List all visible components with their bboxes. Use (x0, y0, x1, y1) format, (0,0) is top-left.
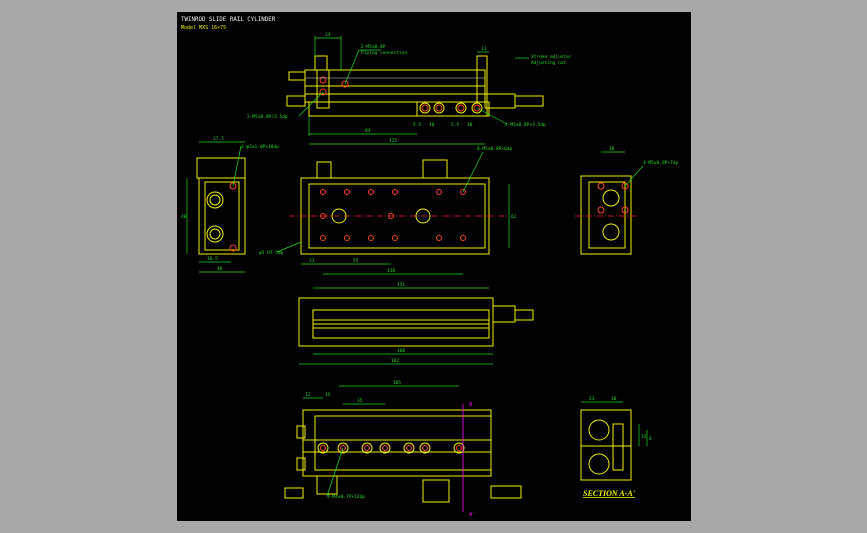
svg-text:40: 40 (181, 214, 187, 220)
svg-text:8-M5x0.8P×6dp: 8-M5x0.8P×6dp (477, 146, 513, 152)
bottom-view: 105 12 15 35 4-M4x0.7P×12dp A A' (284, 380, 522, 518)
plan-holes-top (320, 189, 466, 195)
svg-text:62: 62 (511, 214, 517, 220)
left-side-view: 27.5 40 16.5 40 2-φ5x1.0P×10dp (181, 136, 279, 273)
svg-text:10: 10 (609, 146, 615, 152)
svg-text:55: 55 (353, 258, 359, 264)
plan-view: 21 55 110 62 8-M5x0.8P×6dp φ5 H7 5dp (259, 146, 517, 275)
svg-text:105: 105 (393, 380, 401, 386)
drawing-title: TWINROD SLIDE RAIL CYLINDER (181, 17, 276, 23)
svg-text:125: 125 (389, 138, 397, 144)
svg-text:4-M5x0.8P×7dp: 4-M5x0.8P×7dp (643, 160, 679, 166)
svg-text:40: 40 (217, 266, 223, 272)
svg-text:2-φ5x1.0P×10dp: 2-φ5x1.0P×10dp (241, 144, 279, 150)
svg-text:5.5: 5.5 (451, 122, 459, 128)
svg-text:4-M5x0.8P×3.5dp: 4-M5x0.8P×3.5dp (505, 122, 546, 128)
svg-text:2-M5x0.8P/3.5dp: 2-M5x0.8P/3.5dp (247, 114, 288, 120)
svg-text:6: 6 (649, 436, 652, 442)
svg-text:151: 151 (397, 282, 405, 288)
svg-text:84: 84 (365, 128, 371, 134)
svg-text:24: 24 (325, 32, 331, 38)
svg-text:10: 10 (611, 396, 617, 402)
svg-text:21: 21 (309, 258, 315, 264)
front-view: 151 160 162 (298, 282, 534, 365)
svg-text:162: 162 (391, 358, 399, 364)
svg-text:27.5: 27.5 (213, 136, 224, 142)
svg-text:2-M5x0.8P: 2-M5x0.8P (361, 44, 386, 50)
svg-text:110: 110 (387, 268, 395, 274)
right-end-view: 10 4-M5x0.8P×7dp (575, 146, 679, 255)
svg-text:A': A' (469, 512, 476, 518)
model-label: Model MXS 16×75 (181, 25, 226, 31)
svg-text:φ5 H7 5dp: φ5 H7 5dp (259, 250, 284, 256)
svg-text:Stroke adjuster: Stroke adjuster (531, 54, 572, 60)
svg-text:4-M4x0.7P×12dp: 4-M4x0.7P×12dp (327, 494, 365, 500)
top-view: 24 11 84 125 5.5 10 5.5 10 2-M5x0.8P Pip… (247, 32, 572, 145)
svg-text:35: 35 (357, 398, 363, 404)
bottom-holes (317, 442, 465, 454)
section-view: 23 10 12 6 SECTION A-A' (580, 396, 652, 498)
svg-text:Piping connection: Piping connection (361, 50, 407, 56)
svg-text:5.5: 5.5 (413, 122, 421, 128)
svg-text:15: 15 (325, 392, 331, 398)
svg-text:160: 160 (397, 348, 405, 354)
plan-holes-bottom (320, 235, 466, 241)
cad-drawing: .o { stroke:#f0f000; fill:none; stroke-w… (181, 17, 679, 518)
svg-text:16.5: 16.5 (207, 256, 218, 262)
svg-text:12: 12 (641, 434, 647, 440)
drawing-canvas: .o { stroke:#f0f000; fill:none; stroke-w… (177, 12, 691, 521)
svg-text:23: 23 (589, 396, 595, 402)
svg-text:10: 10 (467, 122, 473, 128)
section-title: SECTION A-A' (583, 489, 636, 498)
title-block: TWINROD SLIDE RAIL CYLINDER Model MXS 16… (181, 17, 276, 31)
svg-text:Adjusting nut: Adjusting nut (531, 60, 567, 66)
svg-text:12: 12 (305, 392, 311, 398)
svg-text:A: A (469, 402, 473, 408)
svg-text:11: 11 (481, 46, 487, 52)
svg-text:10: 10 (429, 122, 435, 128)
